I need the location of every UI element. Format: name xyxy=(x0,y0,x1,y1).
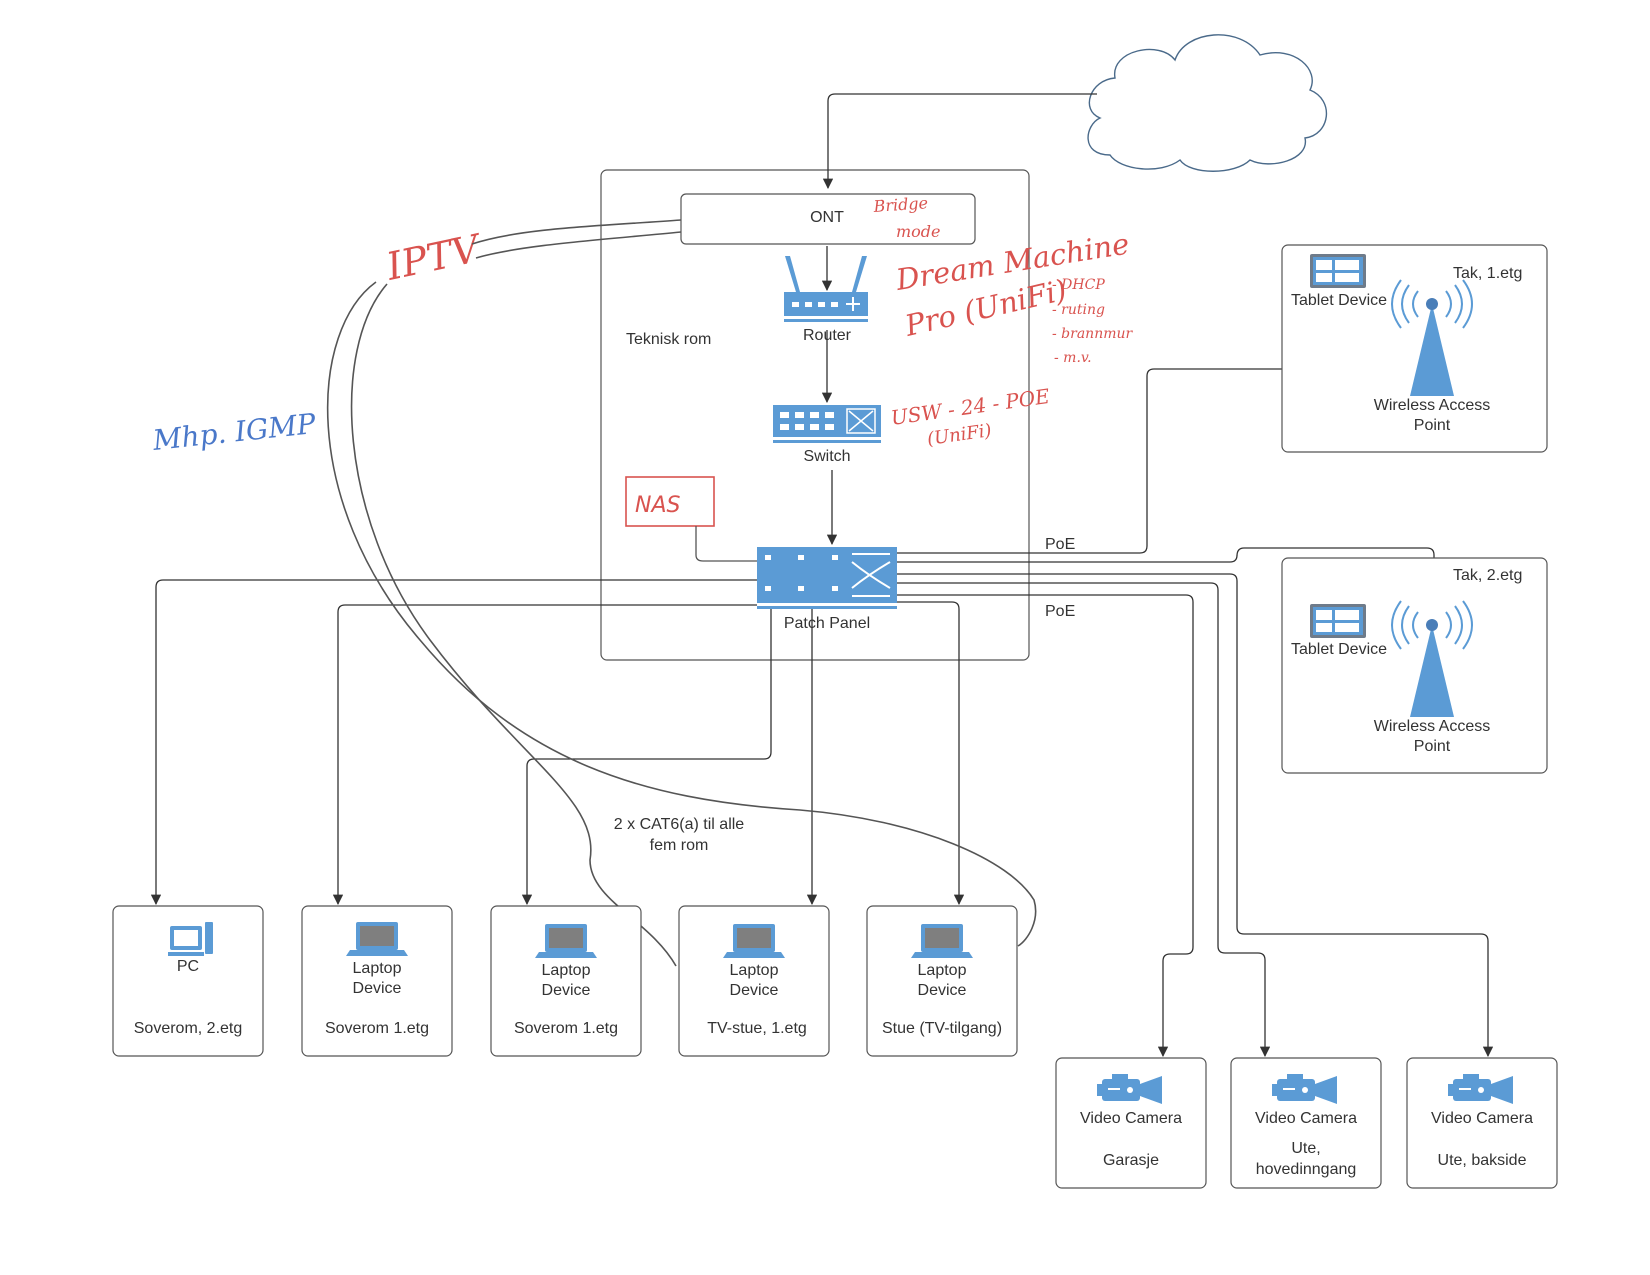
camera-3-location-line1: Ute, bakside xyxy=(1438,1152,1527,1169)
pc-icon xyxy=(168,922,213,956)
tablet-icon xyxy=(1310,604,1366,638)
patch-to-camera2-connector xyxy=(897,582,1271,1058)
laptop-icon xyxy=(535,924,597,958)
nas-box xyxy=(625,476,715,527)
bridge-mode-annotation-line1: Bridge xyxy=(872,193,929,216)
ap1-location-label: Tak, 1.etg xyxy=(1453,265,1522,282)
ont-label: ONT xyxy=(810,209,844,226)
iptv-wire-inner xyxy=(350,231,682,967)
camera-1-location-line1: Garasje xyxy=(1103,1152,1159,1169)
camera-2-location-line1: Ute, xyxy=(1291,1140,1320,1157)
room-card-laptop-2: Laptop Device Soverom 1.etg xyxy=(490,905,642,1057)
iptv-annotation: IPTV xyxy=(382,226,487,289)
patch-to-ap1-connector xyxy=(897,363,1396,554)
technical-room-label: Teknisk rom xyxy=(626,331,711,348)
wireless-access-point-icon xyxy=(1391,279,1473,396)
room-card-laptop-3: Laptop Device TV-stue, 1.etg xyxy=(678,905,830,1057)
video-camera-icon xyxy=(1272,1074,1337,1104)
cloud-to-ont-connector xyxy=(822,93,1097,190)
ap2-location-label: Tak, 2.etg xyxy=(1453,567,1522,584)
switch-label: Switch xyxy=(803,448,850,465)
cabling-note-line1: 2 x CAT6(a) til alle xyxy=(614,816,745,833)
room-card-laptop-4: Laptop Device Stue (TV-tilgang) xyxy=(866,905,1018,1057)
nas-label: NAS xyxy=(635,493,681,518)
patch-panel-label: Patch Panel xyxy=(784,615,870,632)
laptop-1-device-label-line1: Laptop xyxy=(353,960,402,977)
camera-card-3: Video Camera Ute, bakside xyxy=(1406,1057,1558,1189)
video-camera-icon xyxy=(1448,1074,1513,1104)
laptop-2-device-label-line2: Device xyxy=(542,982,591,999)
patch-to-laptop4-connector xyxy=(897,601,965,906)
ap1-tablet-label: Tablet Device xyxy=(1291,292,1387,309)
camera-2-device-label: Video Camera xyxy=(1255,1110,1357,1127)
ont-box xyxy=(680,193,976,245)
laptop-4-room-label: Stue (TV-tilgang) xyxy=(882,1020,1002,1037)
router-icon xyxy=(784,256,868,322)
camera-card-2: Video Camera Ute, hovedinngang xyxy=(1230,1057,1382,1189)
cabling-note-line2: fem rom xyxy=(650,837,709,854)
patch-to-ap2-connector xyxy=(897,547,1440,617)
patch-panel-icon xyxy=(757,547,897,609)
laptop-3-device-label-line1: Laptop xyxy=(730,962,779,979)
laptop-icon xyxy=(723,924,785,958)
room-card-laptop-1: Laptop Device Soverom 1.etg xyxy=(301,905,453,1057)
laptop-icon xyxy=(346,922,408,956)
pc-device-label: PC xyxy=(177,958,199,975)
laptop-3-room-label: TV-stue, 1.etg xyxy=(707,1020,807,1037)
dream-note-firewall: - brannmur xyxy=(1052,326,1134,342)
patch-to-camera1-connector xyxy=(897,594,1194,1058)
poe-label-bottom: PoE xyxy=(1045,603,1075,620)
iptv-wire-outer xyxy=(327,219,1037,947)
access-point-1-card: Tablet Device Tak, 1.etg Wireless Access… xyxy=(1281,244,1548,453)
pc-room-label: Soverom, 2.etg xyxy=(134,1020,243,1037)
ap1-label-line1: Wireless Access xyxy=(1374,397,1490,414)
dream-note-dhcp: - DHCP xyxy=(1052,277,1105,293)
dream-note-routing: - ruting xyxy=(1052,302,1105,318)
laptop-1-room-label: Soverom 1.etg xyxy=(325,1020,429,1037)
switch-icon xyxy=(773,405,881,443)
camera-3-device-label: Video Camera xyxy=(1431,1110,1533,1127)
laptop-2-room-label: Soverom 1.etg xyxy=(514,1020,618,1037)
laptop-2-device-label-line1: Laptop xyxy=(542,962,591,979)
access-point-2-card: Tablet Device Tak, 2.etg Wireless Access… xyxy=(1281,557,1548,774)
camera-1-device-label: Video Camera xyxy=(1080,1110,1182,1127)
tablet-icon xyxy=(1310,254,1366,288)
nas-to-patch-connector xyxy=(695,526,757,562)
patch-to-camera3-connector xyxy=(897,573,1494,1058)
ap2-label-line1: Wireless Access xyxy=(1374,718,1490,735)
dream-note-etc: - m.v. xyxy=(1054,350,1092,366)
camera-card-1: Video Camera Garasje xyxy=(1055,1057,1207,1189)
internet-cloud xyxy=(1087,34,1327,172)
ap1-label-line2: Point xyxy=(1414,417,1451,434)
igmp-annotation: Mhp. IGMP xyxy=(150,407,318,457)
camera-2-location-line2: hovedinngang xyxy=(1256,1161,1357,1178)
ap2-tablet-label: Tablet Device xyxy=(1291,641,1387,658)
ap2-label-line2: Point xyxy=(1414,738,1451,755)
room-card-pc: PC Soverom, 2.etg xyxy=(112,905,264,1057)
laptop-4-device-label-line2: Device xyxy=(918,982,967,999)
laptop-4-device-label-line1: Laptop xyxy=(918,962,967,979)
patch-to-laptop1-connector xyxy=(332,604,757,906)
patch-to-pc-connector xyxy=(150,579,757,906)
patch-to-laptop2-connector xyxy=(521,609,772,906)
laptop-3-device-label-line2: Device xyxy=(730,982,779,999)
laptop-icon xyxy=(911,924,973,958)
video-camera-icon xyxy=(1097,1074,1162,1104)
poe-label-top: PoE xyxy=(1045,536,1075,553)
laptop-1-device-label-line2: Device xyxy=(353,980,402,997)
bridge-mode-annotation-line2: mode xyxy=(896,222,941,241)
wireless-access-point-icon xyxy=(1391,600,1473,717)
